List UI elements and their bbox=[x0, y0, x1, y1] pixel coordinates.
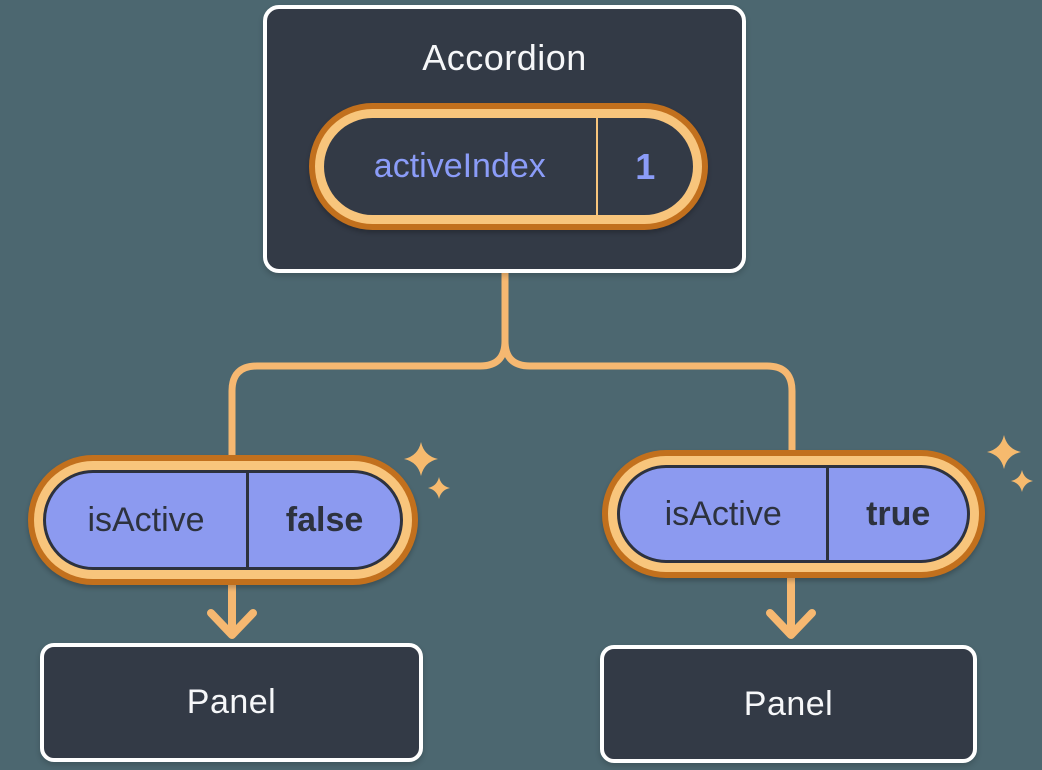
panel-label: Panel bbox=[743, 684, 834, 723]
connector-branch-right bbox=[501, 272, 796, 453]
connector-branch-left bbox=[228, 272, 509, 458]
state-pill: activeIndex 1 bbox=[309, 103, 708, 230]
panel-box-left: Panel bbox=[40, 643, 423, 762]
sparkle-icon bbox=[1011, 470, 1033, 492]
state-name-label: activeIndex bbox=[373, 147, 546, 185]
prop-pill-left-ring: isActive false bbox=[34, 461, 412, 579]
arrow-left-head-icon bbox=[207, 609, 257, 639]
prop-value-label: false bbox=[285, 500, 364, 539]
panel-box-right: Panel bbox=[600, 645, 977, 763]
prop-name-label: isActive bbox=[87, 500, 205, 539]
prop-value-label: true bbox=[866, 494, 931, 533]
prop-name-label: isActive bbox=[664, 494, 782, 533]
prop-pill-left: isActive false bbox=[28, 455, 418, 585]
sparkle-icon bbox=[404, 442, 438, 476]
prop-pill-divider bbox=[826, 468, 830, 560]
prop-pill-right-body: isActive true bbox=[617, 465, 970, 563]
arrow-right-head-icon bbox=[766, 609, 816, 639]
sparkle-icon bbox=[987, 435, 1021, 469]
prop-pill-right: isActive true bbox=[602, 450, 985, 578]
state-pill-ring: activeIndex 1 bbox=[315, 109, 702, 224]
state-pill-divider bbox=[595, 118, 598, 215]
prop-pill-left-body: isActive false bbox=[43, 470, 403, 570]
state-pill-body: activeIndex 1 bbox=[324, 118, 693, 215]
accordion-title: Accordion bbox=[422, 37, 587, 78]
prop-pill-divider bbox=[246, 473, 250, 567]
prop-pill-right-ring: isActive true bbox=[608, 456, 979, 572]
state-value-label: 1 bbox=[635, 145, 656, 187]
sparkle-icon bbox=[428, 477, 450, 499]
panel-label: Panel bbox=[186, 683, 277, 721]
